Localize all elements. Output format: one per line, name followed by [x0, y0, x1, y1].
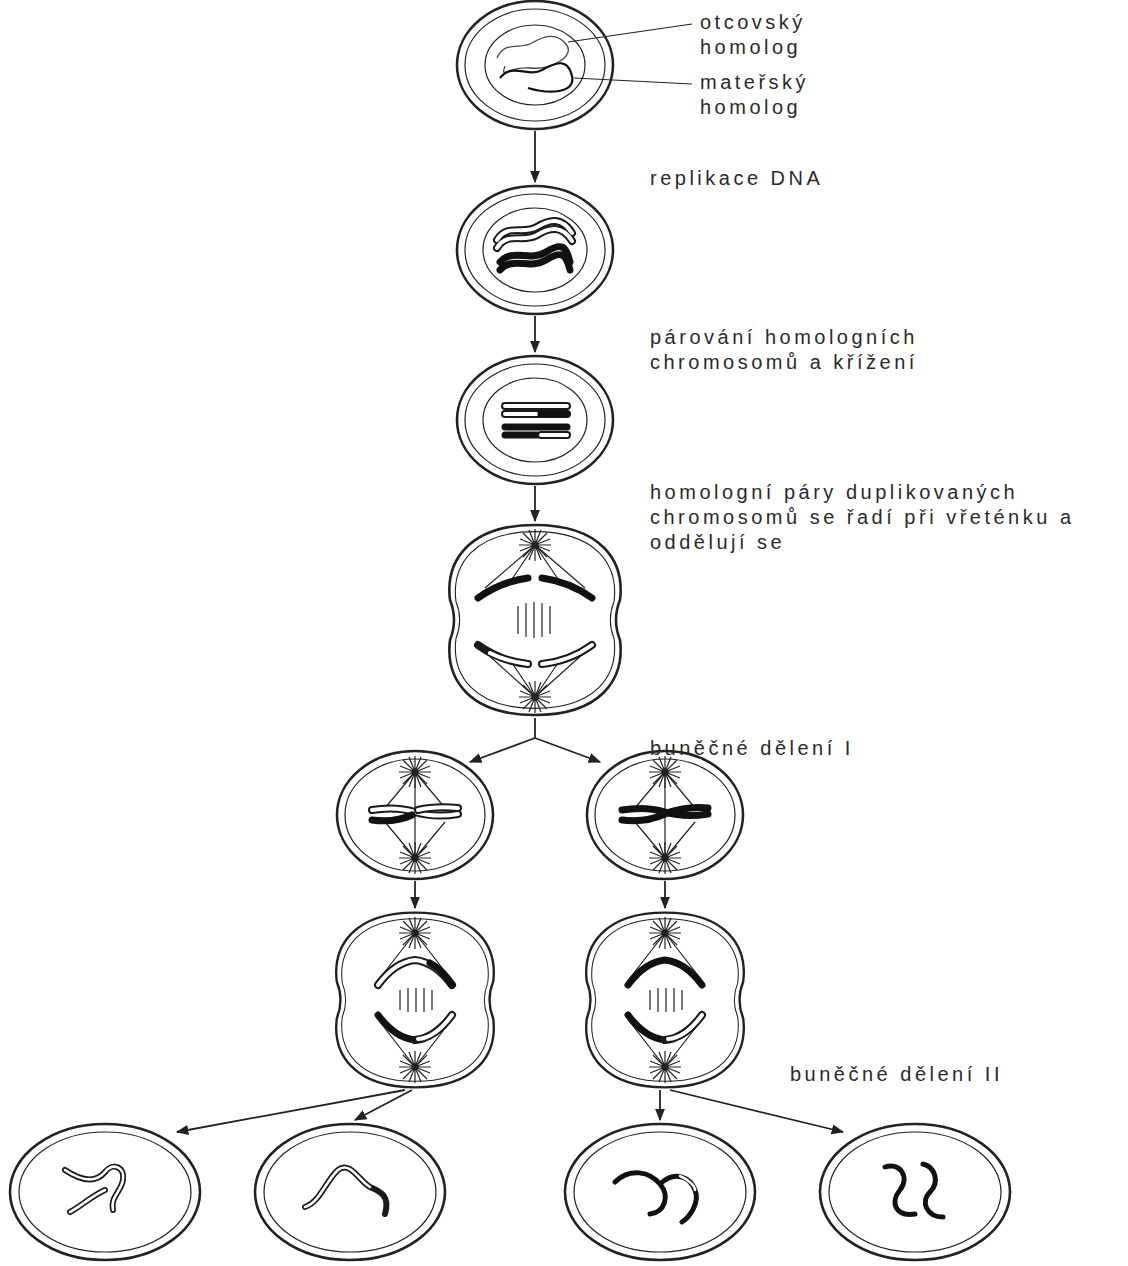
flow-arrows	[177, 131, 843, 1132]
division-label: buněčné dělení I	[650, 736, 854, 761]
division-label: buněčné dělení II	[790, 1062, 1003, 1087]
cell-replicated	[457, 186, 613, 314]
cell-anaphase-two	[336, 913, 744, 1088]
homolog-label: mateřský homolog	[700, 70, 875, 120]
step-label: replikace DNA	[650, 166, 823, 191]
step-label: párování homologních chromosomů a křížen…	[650, 325, 1040, 375]
homolog-label: otcovský homolog	[700, 10, 875, 60]
cell-synapsis	[457, 356, 613, 484]
gamete-cells	[10, 1124, 1010, 1260]
step-label: homologní páry duplikovaných chromosomů …	[650, 480, 1100, 555]
cell-interphase	[457, 1, 692, 129]
cell-anaphase-one	[449, 525, 620, 715]
cell-metaphase-two	[337, 751, 743, 879]
